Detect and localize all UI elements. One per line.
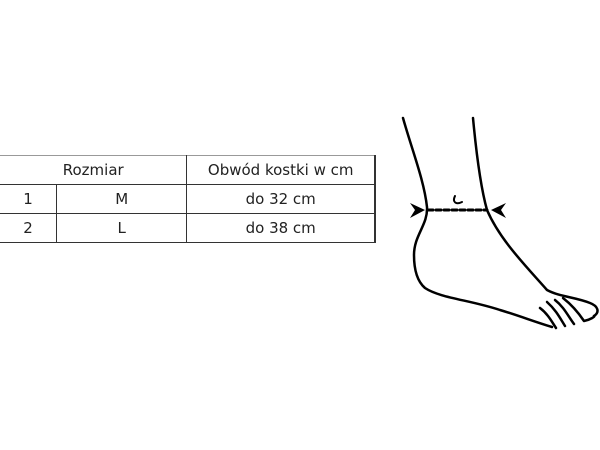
foot-front-outline: [471, 116, 599, 318]
arrow-left-icon: [410, 203, 425, 218]
toes: [538, 296, 596, 330]
foot-back-outline: [401, 116, 554, 329]
cell-circumference: do 38 cm: [186, 213, 377, 243]
cell-size: L: [55, 213, 188, 243]
cell-size: M: [55, 184, 188, 214]
size-table: Rozmiar Obwód kostki w cm 1 M do 32 cm 2…: [0, 155, 377, 243]
arrow-right-icon: [491, 203, 506, 218]
measure-mark: [452, 195, 463, 205]
table-header-row: Rozmiar Obwód kostki w cm: [0, 155, 377, 185]
cell-num: 2: [0, 213, 57, 243]
header-circumference: Obwód kostki w cm: [186, 155, 377, 185]
table-row: 2 L do 38 cm: [0, 213, 377, 243]
header-size: Rozmiar: [0, 155, 188, 185]
